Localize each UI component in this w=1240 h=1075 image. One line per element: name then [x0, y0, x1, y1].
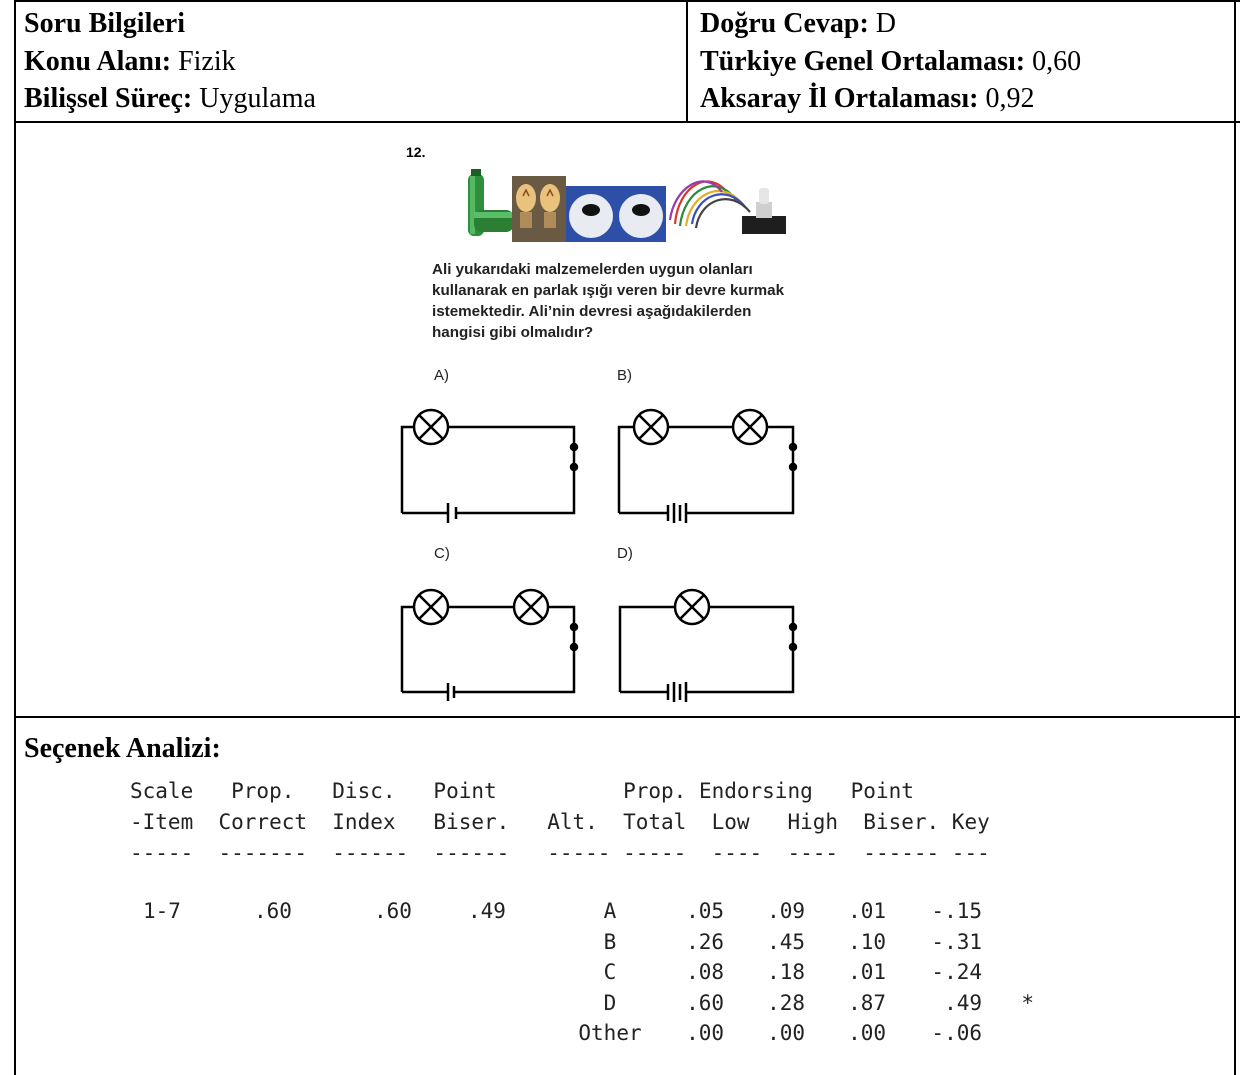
answer-line: Doğru Cevap: D	[700, 8, 896, 39]
alt-row-high: .87	[848, 990, 886, 1015]
alt-row-low: .09	[767, 899, 805, 923]
alt-row-alt: B	[603, 929, 617, 954]
analysis-header-1: Scale Prop. Disc. Point Prop. Endorsing …	[130, 779, 914, 803]
alt-row-low: .45	[767, 929, 805, 954]
alt-row-alt: C	[603, 960, 617, 985]
cable-icon	[668, 180, 751, 229]
option-a-label: A)	[434, 367, 449, 384]
analysis-header-2: -Item Correct Index Biser. Alt. Total Lo…	[130, 810, 990, 834]
analysis-header-3: ----- ------- ------ ------ ----- ----- …	[130, 841, 990, 865]
option-c-label: C)	[434, 545, 450, 562]
point-biser-value: .49	[468, 899, 506, 923]
alt-row-low: .00	[767, 1021, 805, 1046]
process-line: Bilişsel Süreç: Uygulama	[24, 83, 316, 114]
alt-row-biser: .49	[944, 990, 982, 1015]
bulb-icon	[512, 176, 566, 242]
circuit-c	[400, 588, 579, 701]
circuit-d	[618, 588, 798, 702]
alt-row-high: .01	[848, 899, 886, 923]
alt-row-biser: -.24	[931, 960, 982, 985]
circuit-a	[400, 408, 579, 523]
document-frame	[14, 0, 1236, 1075]
option-b-label: B)	[617, 367, 632, 384]
alt-row-biser: -.15	[931, 899, 982, 923]
analysis-title: Seçenek Analizi:	[24, 733, 221, 764]
alt-row-low: .28	[767, 990, 805, 1015]
alt-row-total: .05	[686, 899, 724, 923]
alt-row-total: .08	[686, 960, 724, 985]
table-top-border	[14, 0, 1240, 2]
question-text: Ali yukarıdaki malzemelerden uygun olanl…	[432, 261, 785, 341]
subject-line: Konu Alanı: Fizik	[24, 46, 236, 77]
alt-row-alt: A	[603, 899, 617, 923]
circuit-diagrams	[400, 408, 798, 702]
alt-row-key: *	[1021, 990, 1034, 1015]
alt-row-high: .10	[848, 929, 886, 954]
socket-icon	[566, 186, 666, 242]
disc-index-value: .60	[374, 899, 412, 923]
prop-correct-value: .60	[254, 899, 292, 923]
aksaray-average-line: Aksaray İl Ortalaması: 0,92	[700, 83, 1035, 114]
alt-row-total: .00	[686, 1021, 724, 1046]
alt-row-high: .01	[848, 960, 886, 985]
alt-row-low: .18	[767, 960, 805, 985]
alt-row-high: .00	[848, 1021, 886, 1046]
turkey-average-line: Türkiye Genel Ortalaması: 0,60	[700, 46, 1082, 77]
alt-row-alt: Other	[578, 1021, 642, 1046]
battery-icon	[468, 169, 514, 236]
info-title: Soru Bilgileri	[24, 8, 185, 39]
alt-row-total: .60	[686, 990, 724, 1015]
alt-row-alt: D	[603, 990, 617, 1015]
scale-item-value: 1-7	[143, 899, 181, 923]
alt-row-total: .26	[686, 929, 724, 954]
alt-row-biser: -.31	[931, 929, 982, 954]
option-d-label: D)	[617, 545, 633, 562]
header-divider	[14, 121, 1240, 123]
materials-image	[468, 169, 786, 242]
alt-row-biser: -.06	[931, 1021, 982, 1046]
switch-icon	[742, 188, 786, 234]
question-number: 12.	[406, 144, 426, 160]
header-column-divider	[686, 0, 688, 122]
circuit-b	[617, 408, 798, 523]
question-divider	[14, 716, 1240, 718]
